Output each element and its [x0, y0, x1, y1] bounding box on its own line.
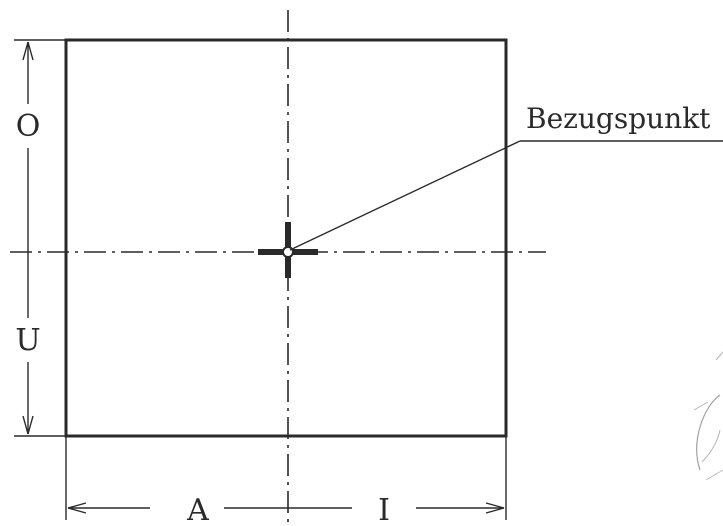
dimension-label-bottom: U [15, 323, 40, 358]
arrow-right-icon [485, 502, 505, 514]
arrow-down-icon [22, 415, 34, 435]
reference-leader-line [289, 140, 521, 251]
dimension-label-right: I [378, 493, 390, 526]
arrow-left-icon [67, 502, 87, 514]
vertical-dimension: O U [14, 39, 66, 437]
horizontal-dimension: A I [65, 436, 507, 526]
corner-sketch [693, 351, 723, 481]
square-frame [64, 38, 508, 438]
dimension-label-top: O [16, 109, 41, 144]
reference-point-label: Bezugspunkt [526, 102, 711, 135]
arrow-up-icon [22, 41, 34, 61]
reference-point-marker [258, 222, 318, 278]
dimension-label-left: A [186, 493, 209, 526]
